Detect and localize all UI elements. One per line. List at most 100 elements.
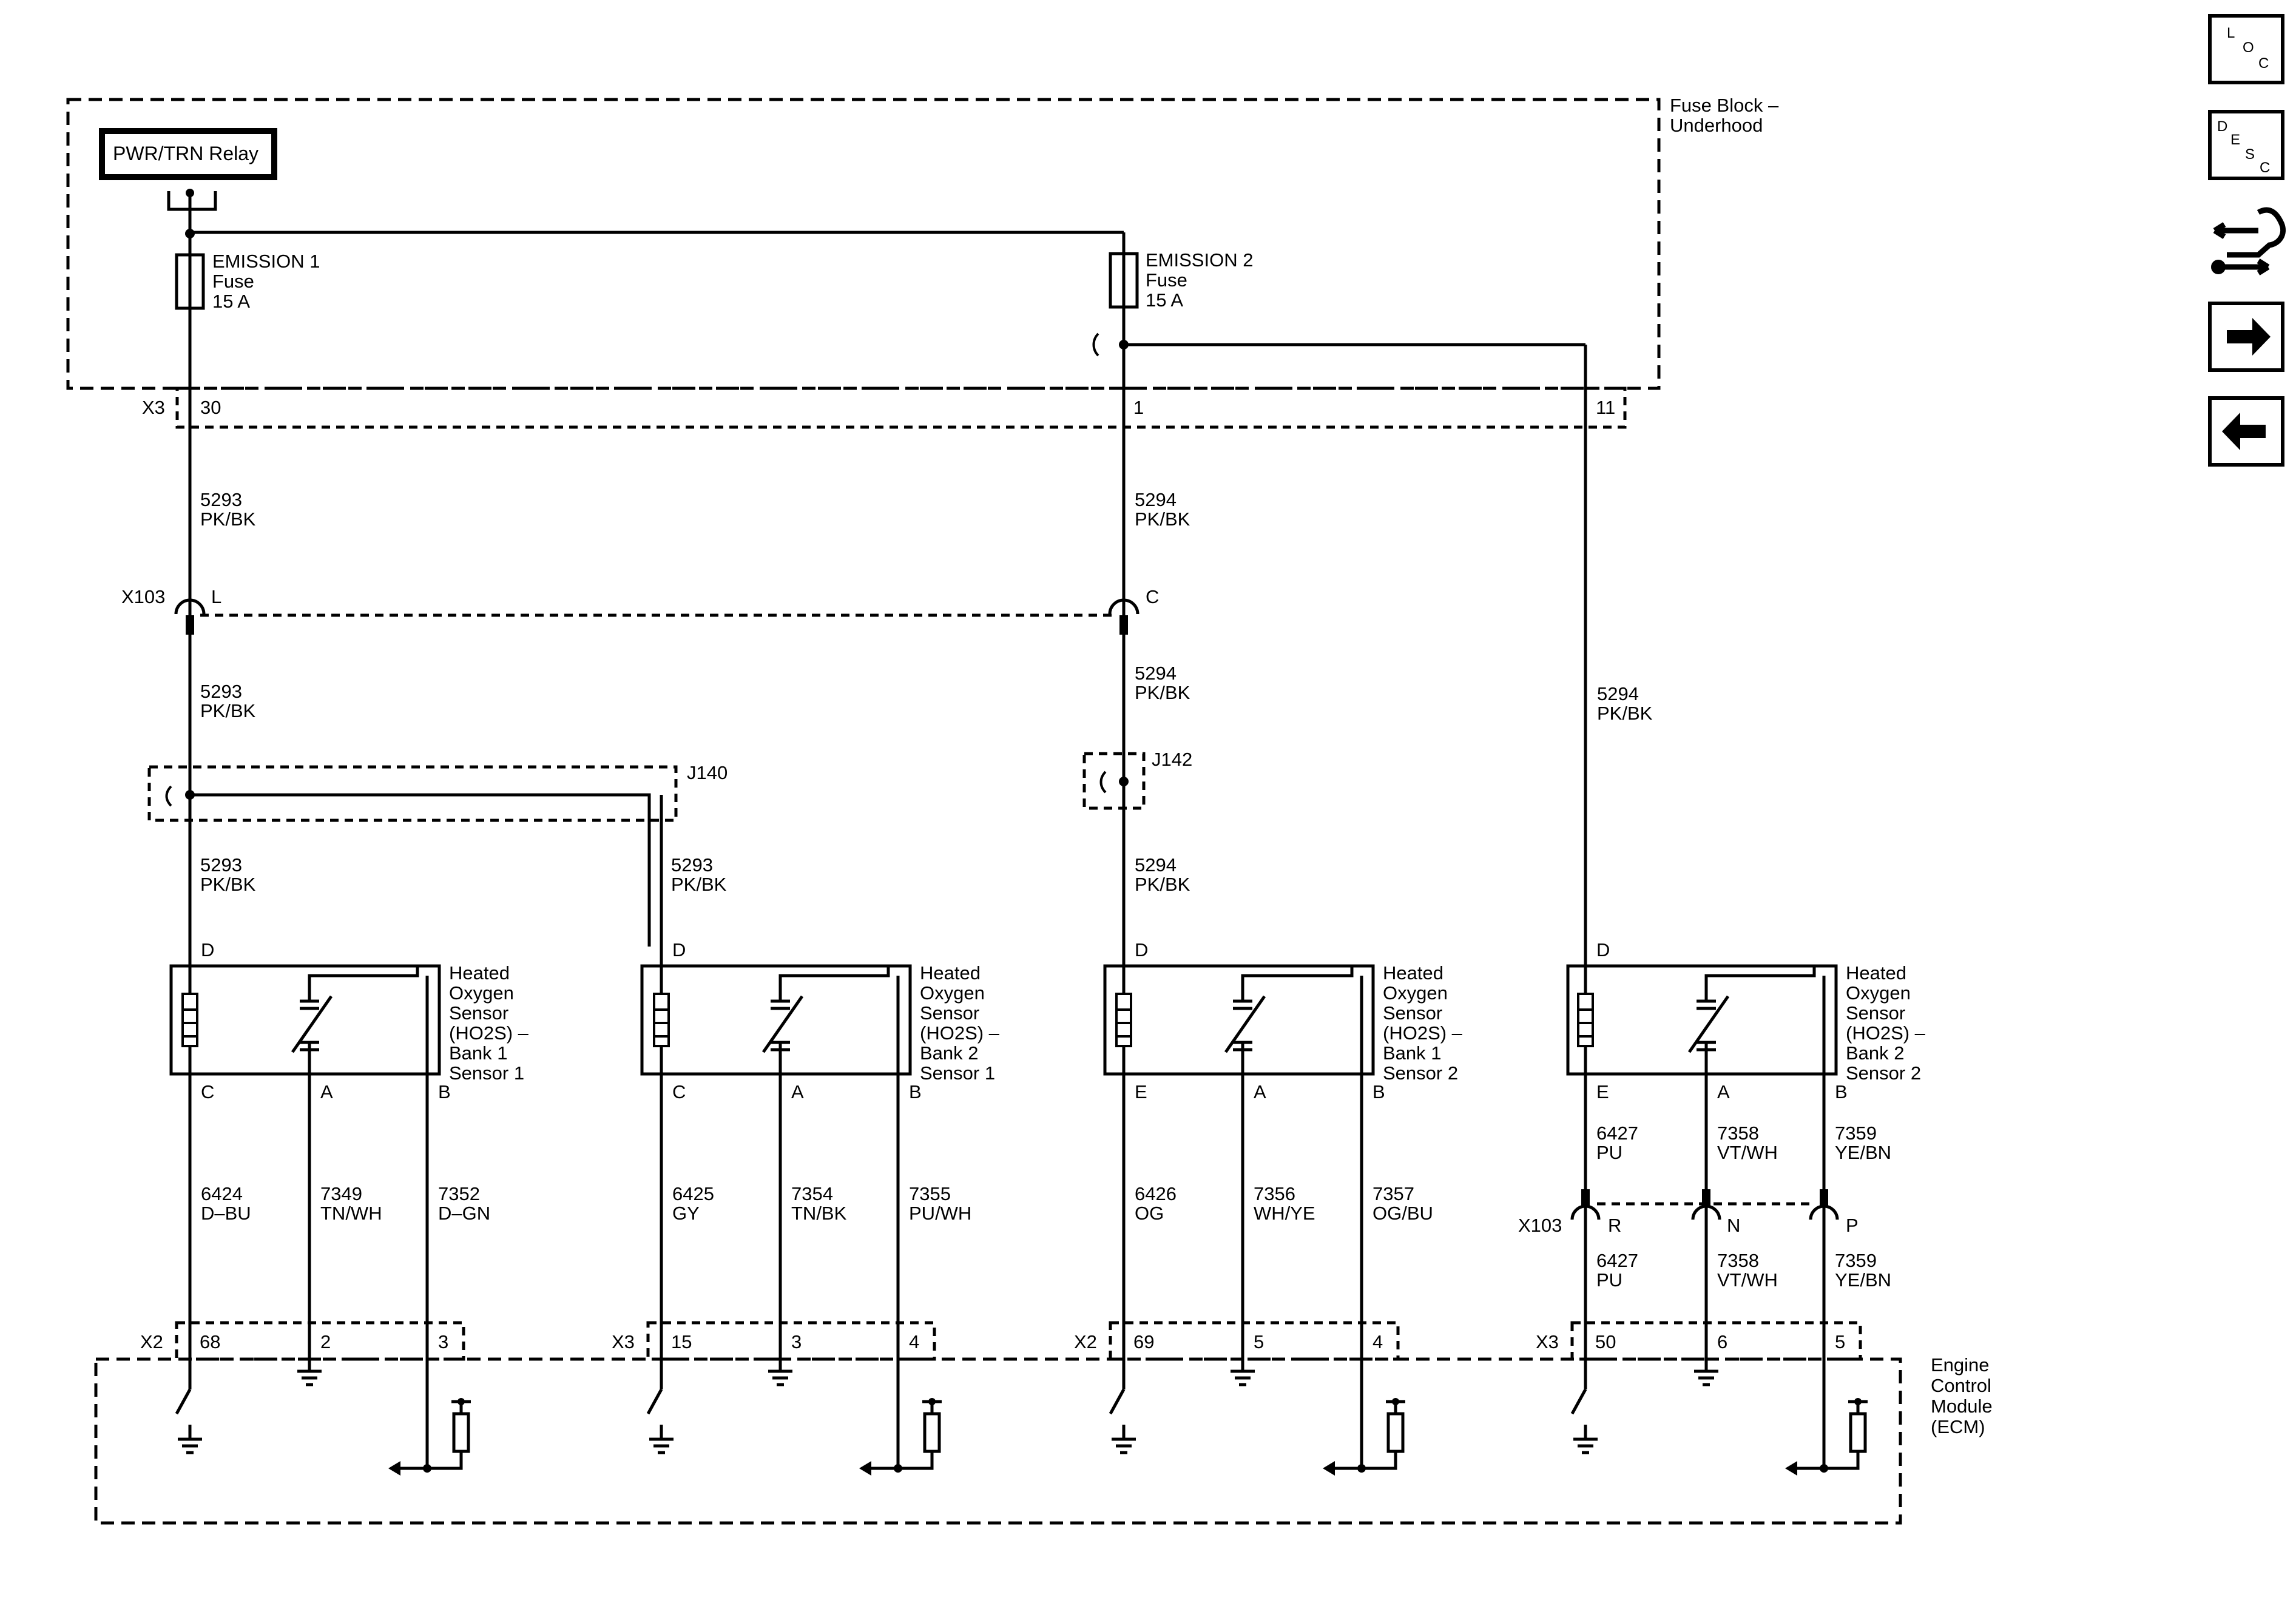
ecm-label-4: (ECM): [1931, 1416, 1985, 1437]
svg-text:C: C: [2260, 160, 2270, 176]
pin-label: E: [1135, 1081, 1147, 1102]
x3-top-name: X3: [142, 397, 165, 418]
svg-text:5294: 5294: [1135, 663, 1177, 684]
sensor-label: Heated: [920, 962, 981, 984]
svg-text:N: N: [1727, 1215, 1740, 1236]
sensor-label: Bank 1: [1383, 1042, 1442, 1064]
wire-color: TN/WH: [320, 1203, 382, 1224]
ecm-resistor: [923, 1412, 941, 1453]
svg-text:PK/BK: PK/BK: [200, 700, 256, 721]
wire-circuit: 7359: [1835, 1122, 1877, 1144]
wire-color: D–BU: [201, 1203, 251, 1224]
wire-color: GY: [672, 1203, 700, 1224]
loc-button[interactable]: L O C: [2208, 14, 2284, 84]
ecm-pin: 5: [1835, 1331, 1845, 1352]
svg-text:5293: 5293: [200, 681, 242, 702]
wire-circuit: 6426: [1135, 1183, 1177, 1204]
fuse-block-outline: [66, 98, 1661, 390]
fuse-block-label-2: Underhood: [1670, 115, 1763, 136]
relay-box: [99, 128, 277, 180]
pin-label: B: [1835, 1081, 1848, 1102]
ecm-pin: 68: [200, 1331, 220, 1352]
wire-circuit: 7356: [1254, 1183, 1295, 1204]
wire-color: PU: [1596, 1142, 1622, 1163]
sensor-label: Sensor: [1383, 1002, 1442, 1024]
sensor-label: Sensor: [449, 1002, 508, 1024]
wire-color: YE/BN: [1835, 1142, 1891, 1163]
sensor-label: Oxygen: [1846, 982, 1911, 1004]
pin-label: A: [1254, 1081, 1266, 1102]
fuse-1-type: Fuse: [212, 271, 254, 292]
svg-text:PK/BK: PK/BK: [1597, 703, 1653, 724]
sensor-box: [1103, 964, 1375, 1076]
wire-color: OG: [1135, 1203, 1164, 1224]
pin-label: B: [1373, 1081, 1385, 1102]
sensor-label: Sensor 1: [449, 1062, 524, 1084]
ecm-pin: 2: [320, 1331, 331, 1352]
pin-label: B: [438, 1081, 451, 1102]
j140-splice: [147, 765, 678, 822]
ecm-pin: 5: [1254, 1331, 1264, 1352]
sensing-cell: [300, 1041, 319, 1074]
pin-label: E: [1596, 1081, 1609, 1102]
wire-circuit: 6425: [672, 1183, 714, 1204]
sensor-label: Oxygen: [920, 982, 985, 1004]
fuse-1-rating: 15 A: [212, 291, 250, 312]
svg-text:11: 11: [1596, 397, 1615, 418]
ecm-ground: [768, 1369, 792, 1386]
svg-text:PK/BK: PK/BK: [200, 874, 256, 895]
relay-label: PWR/TRN Relay: [113, 143, 258, 164]
ecm-pin: 15: [671, 1331, 692, 1352]
svg-text:D: D: [2217, 118, 2227, 135]
ecm-connector-name: X3: [612, 1331, 635, 1352]
sensor-label: Sensor 1: [920, 1062, 995, 1084]
fuse-1-name: EMISSION 1: [212, 251, 320, 272]
ecm-switch-ground: [175, 1388, 202, 1454]
sensor-label: (HO2S) –: [1846, 1022, 1926, 1044]
wire-circuit: 7357: [1373, 1183, 1414, 1204]
wire-color: PU/WH: [909, 1203, 971, 1224]
sensor-label: Bank 2: [1846, 1042, 1905, 1064]
svg-text:O: O: [2243, 39, 2254, 56]
next-arrow-icon[interactable]: [2208, 302, 2284, 372]
service-icon[interactable]: [2211, 207, 2286, 275]
wire-color: D–GN: [438, 1203, 490, 1224]
svg-text:S: S: [2245, 146, 2255, 163]
svg-text:PK/BK: PK/BK: [200, 508, 256, 530]
sensor-label: Heated: [1846, 962, 1906, 984]
sensor-box: [169, 964, 441, 1076]
sensing-cell: [771, 1041, 790, 1074]
ecm-switch-ground: [646, 1388, 674, 1454]
wire-circuit: 7358: [1717, 1122, 1759, 1144]
sensor-label: Oxygen: [1383, 982, 1448, 1004]
pin-label: A: [320, 1081, 333, 1102]
ecm-resistor: [1849, 1412, 1867, 1453]
svg-text:L: L: [211, 586, 221, 607]
svg-text:5293: 5293: [200, 489, 242, 510]
fuse-2-rating: 15 A: [1146, 289, 1183, 311]
sensor-label: Sensor: [920, 1002, 979, 1024]
svg-text:L: L: [2227, 25, 2235, 41]
wire-circuit: 6424: [201, 1183, 243, 1204]
previous-arrow-icon[interactable]: [2208, 396, 2284, 467]
wire-color: TN/BK: [791, 1203, 847, 1224]
svg-text:1: 1: [1133, 397, 1144, 418]
sensor-label: Bank 2: [920, 1042, 979, 1064]
svg-text:J140: J140: [687, 762, 728, 783]
desc-button[interactable]: D E S C: [2208, 110, 2284, 180]
ecm-connector: [646, 1321, 936, 1361]
sensor-label: Heated: [1383, 962, 1443, 984]
pin-label: A: [791, 1081, 804, 1102]
sensing-cell: [1233, 1041, 1252, 1074]
wire-circuit: 7352: [438, 1183, 480, 1204]
svg-text:30: 30: [200, 397, 221, 418]
ecm-label-3: Module: [1931, 1396, 1993, 1417]
sensing-cell: [1697, 1041, 1716, 1074]
sensor-label: (HO2S) –: [449, 1022, 529, 1044]
pin-label: D: [672, 939, 686, 960]
ecm-label-2: Control: [1931, 1375, 1991, 1396]
ecm-label-1: Engine: [1931, 1354, 1990, 1376]
ecm-ground: [297, 1369, 322, 1386]
